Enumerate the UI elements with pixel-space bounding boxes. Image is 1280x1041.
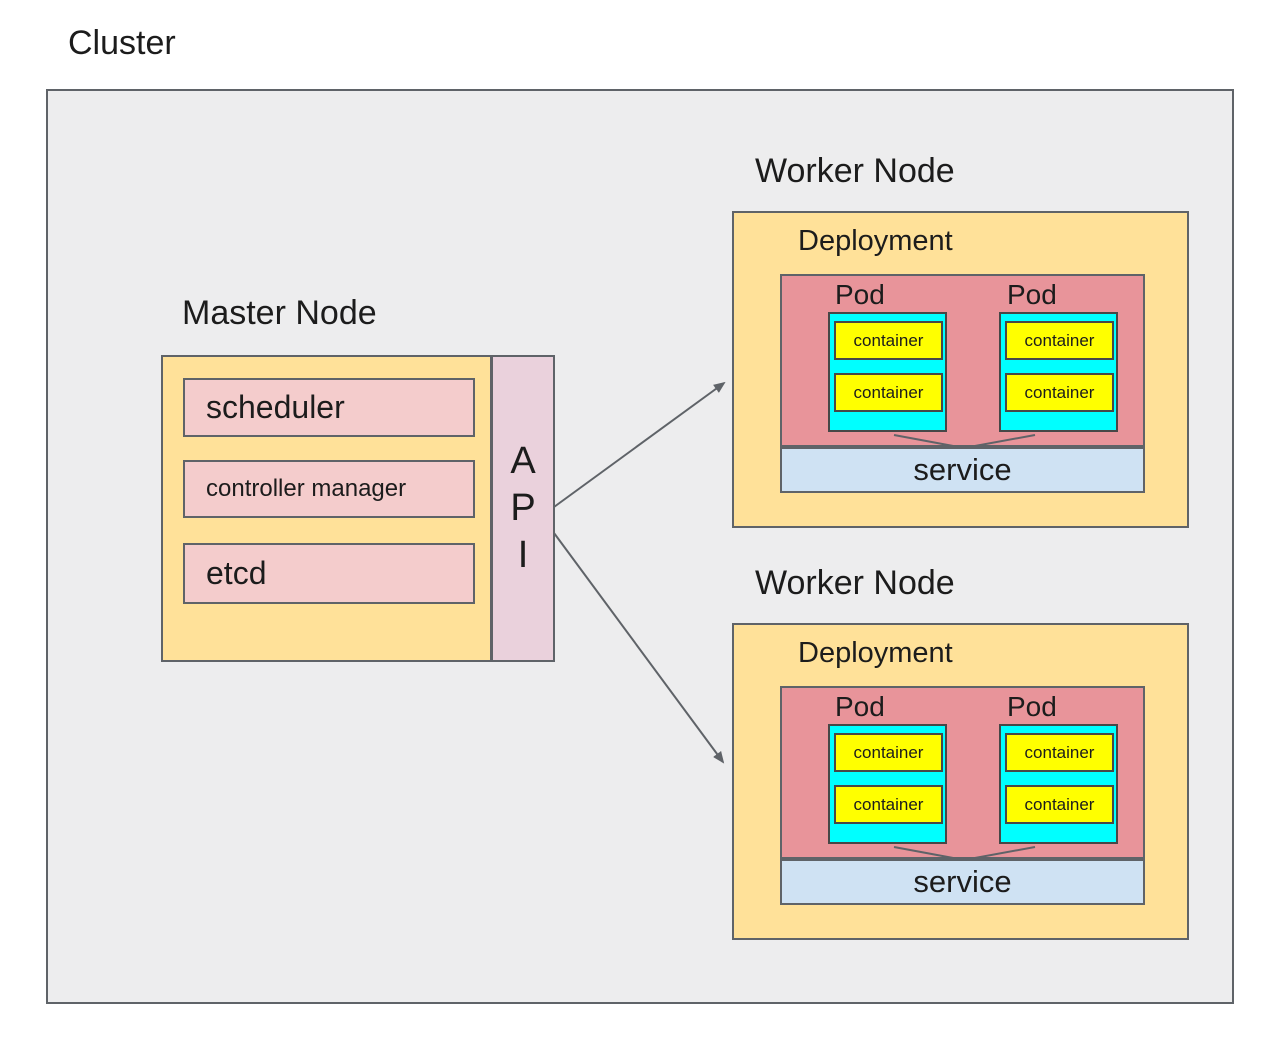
- master-node-title: Master Node: [182, 294, 377, 332]
- api-server-strip: A P I: [491, 355, 555, 662]
- api-letter: A: [510, 440, 536, 482]
- container-box: container: [834, 373, 943, 412]
- api-letter: I: [517, 534, 529, 576]
- deployment-pod-group: Pod Pod container container container co…: [780, 686, 1145, 859]
- container-box: container: [1005, 785, 1114, 824]
- deployment-label: Deployment: [798, 225, 953, 257]
- deployment-label: Deployment: [798, 637, 953, 669]
- pod-label: Pod: [835, 279, 885, 310]
- deployment-pod-group: Pod Pod container container container co…: [780, 274, 1145, 447]
- service-bar: service: [780, 859, 1145, 905]
- container-box: container: [834, 321, 943, 360]
- component-scheduler: scheduler: [183, 378, 475, 437]
- container-box: container: [834, 785, 943, 824]
- pod-label: Pod: [1007, 279, 1057, 310]
- worker-node-title: Worker Node: [755, 564, 955, 602]
- worker-node-title: Worker Node: [755, 152, 955, 190]
- component-controller-manager: controller manager: [183, 460, 475, 518]
- pod-label: Pod: [835, 691, 885, 722]
- worker-node-box: Deployment Pod Pod container container c…: [732, 623, 1189, 940]
- container-box: container: [1005, 373, 1114, 412]
- service-bar: service: [780, 447, 1145, 493]
- component-etcd: etcd: [183, 543, 475, 604]
- worker-node-2: Worker Node Deployment Pod Pod container…: [732, 564, 1190, 941]
- pod: container container: [828, 724, 947, 844]
- api-letter: P: [510, 487, 536, 529]
- pod: container container: [828, 312, 947, 432]
- pod: container container: [999, 724, 1118, 844]
- pod-label: Pod: [1007, 691, 1057, 722]
- container-box: container: [1005, 321, 1114, 360]
- pod: container container: [999, 312, 1118, 432]
- container-box: container: [834, 733, 943, 772]
- cluster-title: Cluster: [68, 24, 176, 62]
- container-box: container: [1005, 733, 1114, 772]
- worker-node-1: Worker Node Deployment Pod Pod container…: [732, 152, 1190, 529]
- worker-node-box: Deployment Pod Pod container container c…: [732, 211, 1189, 528]
- master-node: Master Node scheduler controller manager…: [161, 294, 555, 662]
- master-node-box: scheduler controller manager etcd: [161, 355, 492, 662]
